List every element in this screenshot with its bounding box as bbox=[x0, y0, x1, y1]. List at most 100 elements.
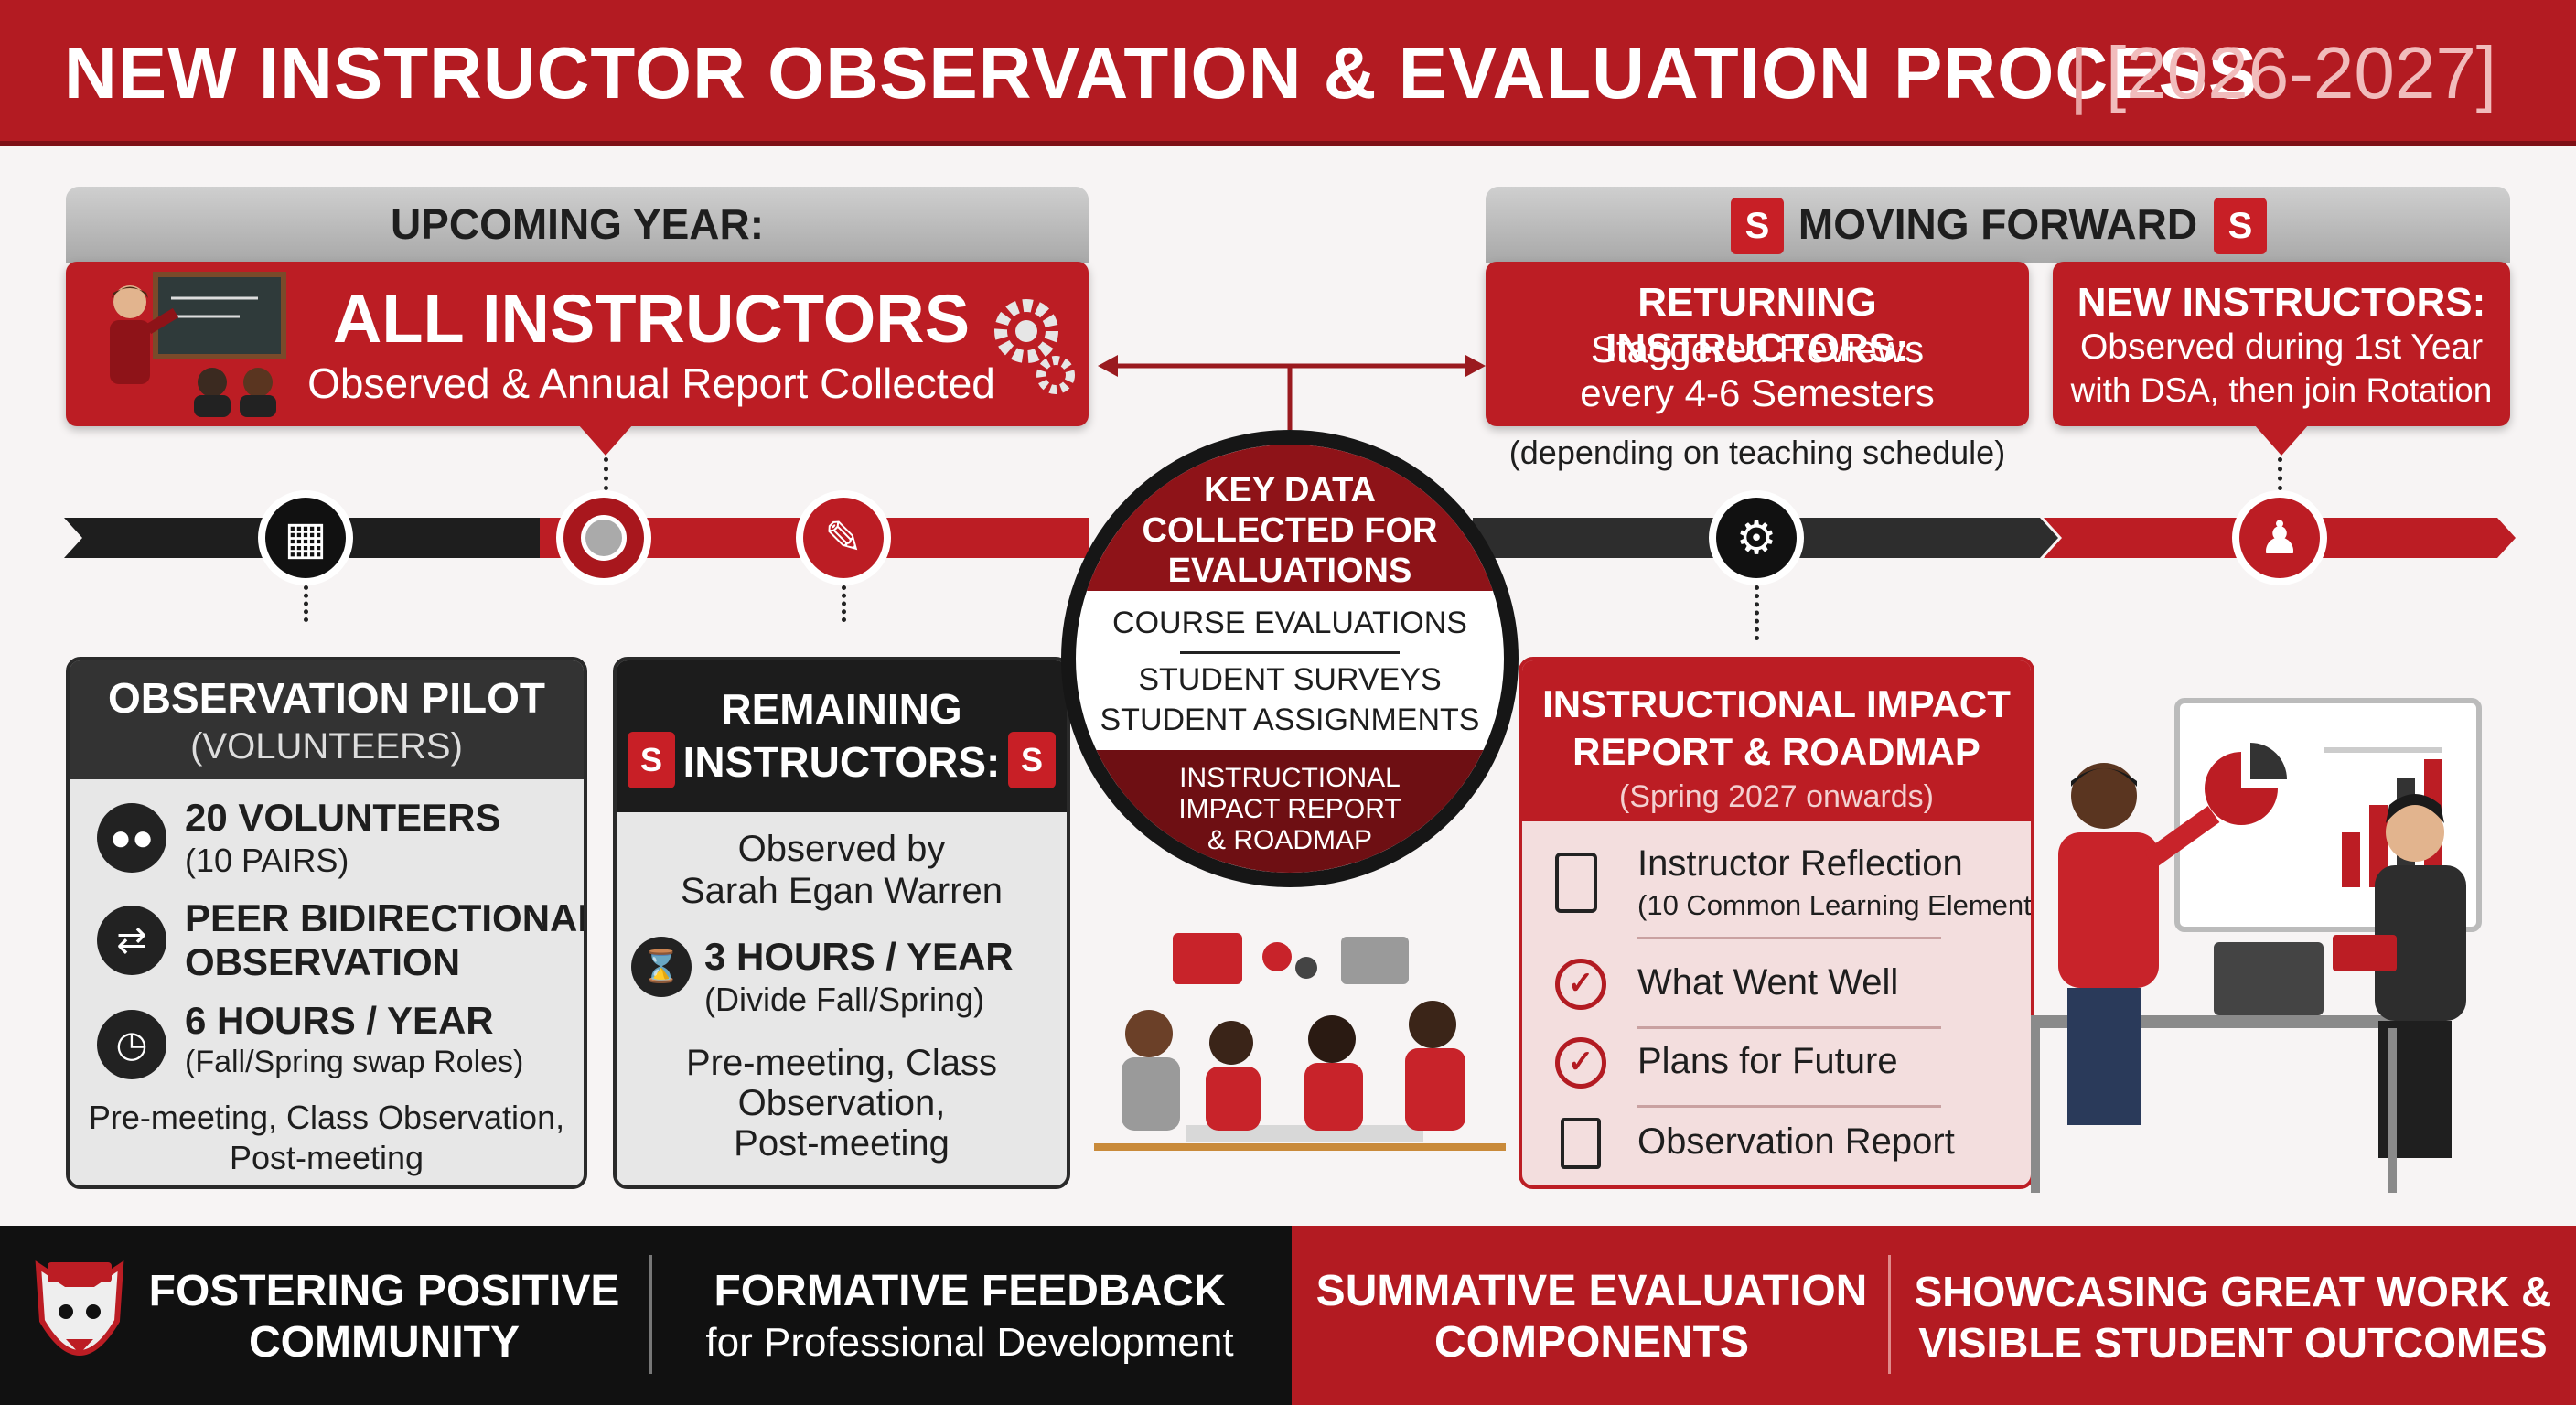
remaining-hours-sub: (Divide Fall/Spring) bbox=[704, 981, 985, 1018]
footer-col-4-line-1: SHOWCASING GREAT WORK & bbox=[1914, 1268, 2552, 1315]
key-data-item-2: STUDENT SURVEYS bbox=[1138, 662, 1442, 697]
dotted-connector bbox=[2278, 457, 2282, 490]
presentation-illustration bbox=[2031, 698, 2482, 1193]
remaining-hours: 3 HOURS / YEAR bbox=[704, 935, 1014, 978]
key-data-circle: KEY DATA COLLECTED FOR EVALUATIONS COURS… bbox=[1061, 430, 1519, 887]
new-title: NEW INSTRUCTORS: bbox=[2077, 280, 2486, 325]
divider bbox=[1637, 937, 1941, 939]
key-data-title-2: COLLECTED FOR bbox=[1142, 511, 1438, 550]
key-data-title-1: KEY DATA bbox=[1204, 471, 1376, 509]
dotted-connector bbox=[842, 585, 846, 622]
card-pointer bbox=[578, 424, 633, 456]
pilot-header: OBSERVATION PILOT (VOLUNTEERS) bbox=[70, 660, 584, 779]
observed-by-label: Observed by bbox=[737, 829, 946, 869]
footer-col-2: FORMATIVE FEEDBACK for Professional Deve… bbox=[668, 1266, 1272, 1368]
group-icon: ●● bbox=[97, 803, 166, 873]
pilot-item-1-line2: (10 PAIRS) bbox=[185, 842, 349, 879]
nc-state-logo-icon: S bbox=[2214, 198, 2267, 254]
footer-divider bbox=[1888, 1255, 1891, 1374]
footer-col-1: FOSTERING POSITIVE COMMUNITY bbox=[128, 1266, 640, 1368]
footer-col-3-line-1: SUMMATIVE EVALUATION bbox=[1315, 1267, 1868, 1315]
footer-col-2-line-2: for Professional Development bbox=[705, 1320, 1234, 1365]
impact-item-3-label: Plans for Future bbox=[1637, 1041, 1898, 1081]
pilot-item-2-line1: PEER BIDIRECTIONAL bbox=[185, 896, 587, 939]
all-instructors-title: ALL INSTRUCTORS bbox=[332, 281, 971, 357]
impact-title-2: REPORT & ROADMAP bbox=[1572, 730, 1980, 773]
remaining-footer-3: Post-meeting bbox=[734, 1123, 950, 1164]
nc-state-logo-icon: S bbox=[628, 732, 675, 788]
divider bbox=[1637, 1026, 1941, 1029]
calendar-icon: ▦ bbox=[265, 498, 346, 578]
gears-icon bbox=[994, 299, 1075, 394]
footer-col-4: SHOWCASING GREAT WORK & VISIBLE STUDENT … bbox=[1899, 1266, 2567, 1368]
dotted-connector bbox=[304, 585, 308, 622]
upcoming-banner-label: UPCOMING YEAR: bbox=[390, 200, 765, 248]
returning-instructors-card: RETURNING INSTRUCTORS: Staggered Reviews… bbox=[1486, 262, 2029, 426]
footer-col-3-line-2: COMPONENTS bbox=[1433, 1318, 1749, 1367]
people-icon: ♟ bbox=[2239, 498, 2320, 578]
divider bbox=[1637, 1105, 1941, 1108]
pilot-item-3-line2: (Fall/Spring swap Roles) bbox=[185, 1045, 524, 1079]
timeline-node-clipboard: ✎ bbox=[796, 490, 891, 585]
key-data-bottom-band bbox=[1076, 750, 1504, 873]
new-instructors-card: NEW INSTRUCTORS: Observed during 1st Yea… bbox=[2053, 262, 2510, 426]
schedule-note: (depending on teaching schedule) bbox=[1508, 434, 2006, 471]
header-bar: NEW INSTRUCTOR OBSERVATION & EVALUATION … bbox=[0, 0, 2576, 146]
timeline-node-gears: ⚙ bbox=[1709, 490, 1804, 585]
impact-title-1: INSTRUCTIONAL IMPACT bbox=[1542, 682, 2011, 725]
clipboard-icon bbox=[1555, 853, 1597, 913]
title-year: [2026-2027] bbox=[2106, 32, 2497, 113]
remaining-header: REMAINING INSTRUCTORS: bbox=[617, 660, 1067, 812]
remaining-footer-2: Observation, bbox=[737, 1083, 946, 1123]
key-data-item-1: COURSE EVALUATIONS bbox=[1112, 606, 1467, 640]
pilot-item-3-line1: 6 HOURS / YEAR bbox=[185, 999, 494, 1042]
moving-forward-banner: S MOVING FORWARD S bbox=[1486, 187, 2510, 263]
impact-item-1-label: Instructor Reflection bbox=[1637, 843, 1963, 884]
returning-line1: Staggered Reviews bbox=[1590, 327, 1925, 370]
key-data-title: KEY DATA COLLECTED FOR EVALUATIONS bbox=[1076, 470, 1504, 591]
dotted-connector bbox=[604, 457, 608, 490]
timeline-node-record bbox=[556, 490, 651, 585]
title-separator: | bbox=[2069, 34, 2088, 115]
remaining-footer-1: Pre-meeting, Class bbox=[685, 1043, 998, 1083]
impact-header: INSTRUCTIONAL IMPACT REPORT & ROADMAP (S… bbox=[1522, 660, 2031, 821]
footer-col-1-line-2: COMMUNITY bbox=[249, 1318, 520, 1367]
divider bbox=[1180, 651, 1400, 654]
key-data-footer: INSTRUCTIONAL IMPACT REPORT & ROADMAP bbox=[1076, 763, 1504, 856]
impact-item-1-sub: (10 Common Learning Elements) bbox=[1637, 889, 2034, 921]
nc-state-logo-icon: S bbox=[1008, 732, 1056, 788]
card-pointer bbox=[2254, 424, 2309, 456]
page-title: NEW INSTRUCTOR OBSERVATION & EVALUATION … bbox=[64, 32, 2259, 113]
check-circle-icon: ✓ bbox=[1555, 959, 1606, 1010]
footer-red-band bbox=[1292, 1226, 2576, 1405]
all-instructors-subtitle: Observed & Annual Report Collected bbox=[307, 359, 995, 407]
footer-divider bbox=[649, 1255, 652, 1374]
observation-pilot-card: OBSERVATION PILOT (VOLUNTEERS) ●● 20 VOL… bbox=[66, 657, 587, 1189]
footer-col-2-line-1: FORMATIVE FEEDBACK bbox=[714, 1267, 1226, 1315]
dotted-connector bbox=[1755, 585, 1759, 640]
wolf-mascot-icon bbox=[35, 1260, 124, 1356]
impact-item-2-label: What Went Well bbox=[1637, 962, 1899, 1003]
clipboard-pen-icon: ✎ bbox=[803, 498, 884, 578]
double-arrow-connector bbox=[1098, 355, 1486, 430]
clock-icon: ◷ bbox=[97, 1010, 166, 1079]
timeline-node-calendar: ▦ bbox=[258, 490, 353, 585]
gear-icon: ⚙ bbox=[1716, 498, 1797, 578]
key-data-top-band bbox=[1076, 445, 1504, 591]
key-data-footer-2: IMPACT REPORT bbox=[1178, 794, 1401, 824]
impact-item-4-label: Observation Report bbox=[1637, 1121, 1955, 1162]
remaining-title-1: REMAINING bbox=[721, 685, 962, 733]
footer-col-3: SUMMATIVE EVALUATION COMPONENTS bbox=[1299, 1266, 1884, 1368]
pilot-item-1-line1: 20 VOLUNTEERS bbox=[185, 796, 501, 839]
new-line2: with DSA, then join Rotation bbox=[2070, 371, 2493, 409]
upcoming-banner: UPCOMING YEAR: bbox=[66, 187, 1089, 263]
check-circle-icon: ✓ bbox=[1555, 1037, 1606, 1089]
pilot-item-2-line2: OBSERVATION bbox=[185, 940, 461, 983]
impact-report-card: INSTRUCTIONAL IMPACT REPORT & ROADMAP (S… bbox=[1519, 657, 2034, 1189]
footer-col-1-line-1: FOSTERING POSITIVE bbox=[148, 1267, 620, 1315]
key-data-item-3: STUDENT ASSIGNMENTS bbox=[1100, 702, 1480, 737]
swap-arrows-icon: ⇄ bbox=[97, 906, 166, 975]
remaining-instructors-card: REMAINING INSTRUCTORS: S S Observed by S… bbox=[613, 657, 1070, 1189]
pilot-title: OBSERVATION PILOT bbox=[108, 674, 545, 722]
pilot-subtitle: (VOLUNTEERS) bbox=[190, 726, 463, 767]
